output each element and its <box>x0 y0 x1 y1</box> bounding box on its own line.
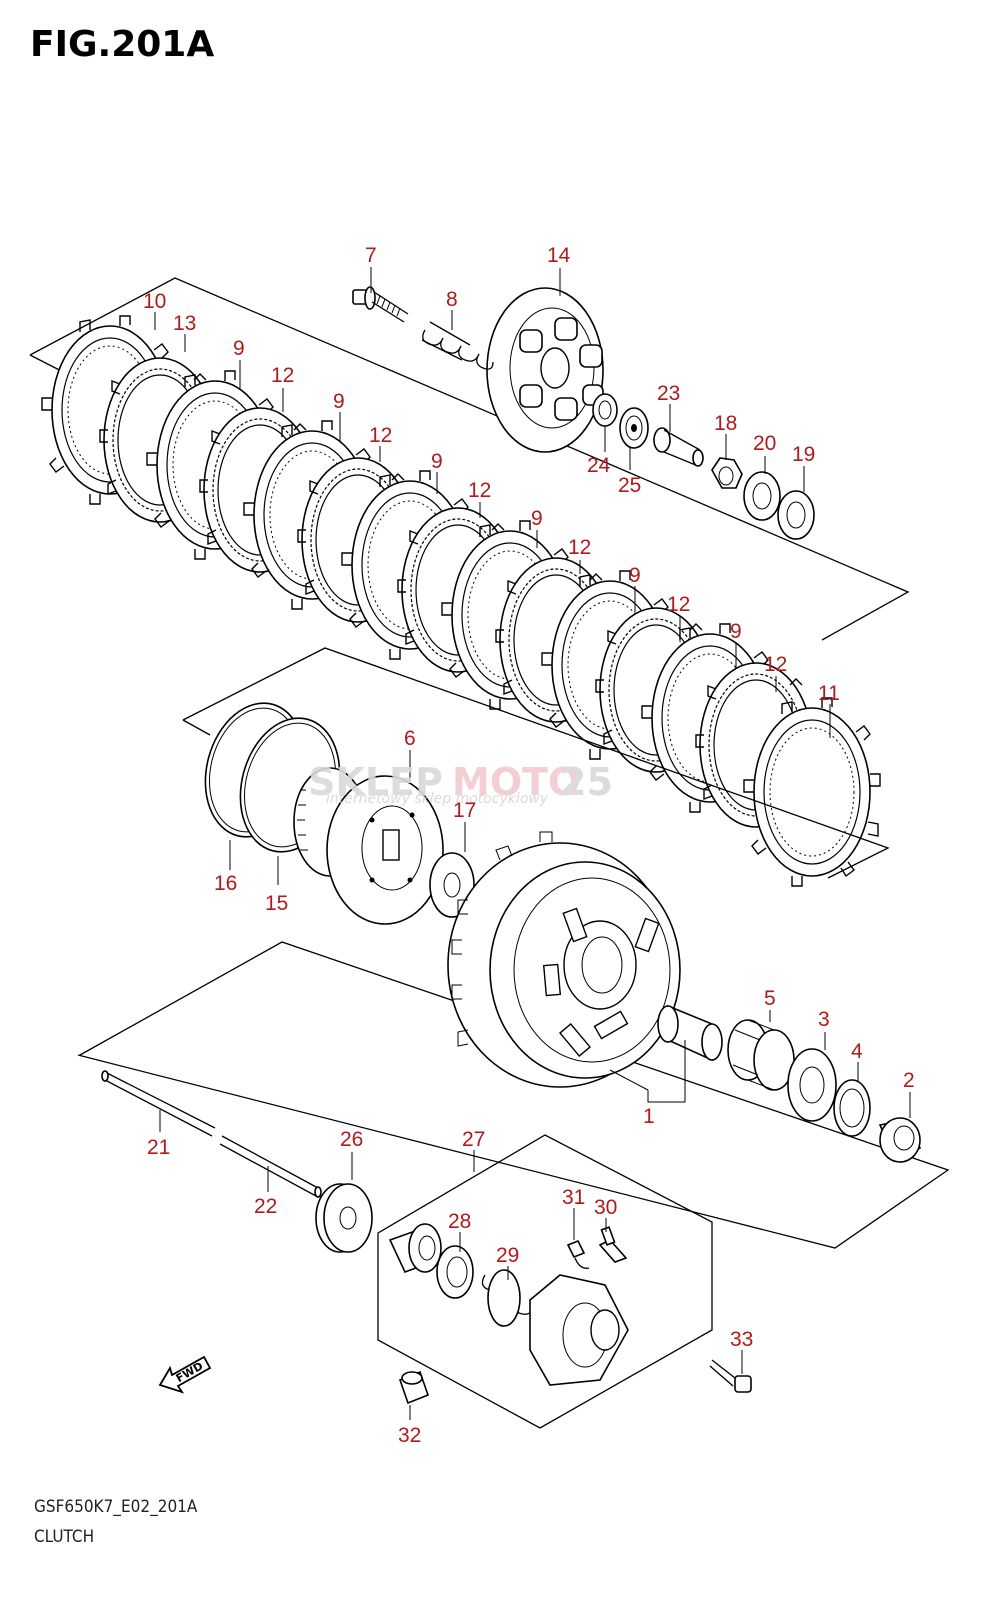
callout: 32 <box>398 1424 421 1447</box>
seal-28 <box>436 1245 474 1299</box>
callout: 3 <box>818 1008 830 1031</box>
callout: 15 <box>265 892 288 915</box>
clutch-housing-1 <box>447 831 681 1088</box>
bolt-33 <box>709 1359 752 1393</box>
housing-box <box>77 941 950 1249</box>
callout: 12 <box>468 479 491 502</box>
needle-bearing-5 <box>727 1019 795 1091</box>
callout: 9 <box>431 450 443 473</box>
callout: 25 <box>618 474 641 497</box>
callout: 12 <box>271 364 294 387</box>
washer-4 <box>833 1079 871 1137</box>
callout: 7 <box>365 244 377 267</box>
nut-18 <box>711 457 743 489</box>
callout: 33 <box>730 1328 753 1351</box>
fwd-label: FWD <box>174 1359 205 1385</box>
figure-name: CLUTCH <box>34 1527 94 1547</box>
push-rod-21 <box>101 1070 216 1137</box>
bleeder-30 <box>598 1226 628 1263</box>
push-piece-23 <box>653 427 704 467</box>
cylinder-body <box>529 1274 629 1386</box>
callout: 12 <box>764 653 787 676</box>
bolt-7 <box>352 286 409 323</box>
callout: 24 <box>587 454 611 477</box>
callout: 16 <box>214 872 237 895</box>
callout: 30 <box>594 1196 617 1219</box>
callout: 1 <box>643 1105 655 1128</box>
callout: 28 <box>448 1210 471 1233</box>
washer-3 <box>787 1048 837 1122</box>
spring-29 <box>481 1269 534 1327</box>
fwd-arrow: FWD <box>158 1355 212 1394</box>
callout: 26 <box>340 1128 363 1151</box>
watermark-tagline: internetowy sklep motocyklowy <box>326 791 549 807</box>
callout: 9 <box>333 390 345 413</box>
figure-code: GSF650K7_E02_201A <box>34 1497 198 1517</box>
callout: 9 <box>629 564 641 587</box>
spacer-2 <box>878 1117 922 1163</box>
callout: 11 <box>818 682 840 705</box>
callout: 10 <box>143 290 166 313</box>
callout: 8 <box>446 288 458 311</box>
callout: 29 <box>496 1244 519 1267</box>
callout: 14 <box>547 244 571 267</box>
washer-24 <box>592 393 618 427</box>
callout: 18 <box>714 412 737 435</box>
callout: 27 <box>462 1128 485 1151</box>
pin-32 <box>398 1370 430 1405</box>
hub-box <box>182 647 890 879</box>
washer-17 <box>429 852 475 918</box>
callout: 12 <box>568 536 591 559</box>
release-cylinder-box <box>377 1134 713 1429</box>
callout: 5 <box>764 987 776 1010</box>
callout: 13 <box>173 312 196 335</box>
callout: 2 <box>903 1069 915 1092</box>
seal-28a <box>388 1223 442 1274</box>
spacer <box>657 1004 723 1062</box>
washer-20 <box>743 471 781 521</box>
callout: 23 <box>657 382 680 405</box>
watermark-brand-left: SKLEP <box>308 760 443 804</box>
watermark-brand-mid: MOTO <box>452 760 580 804</box>
callout: 20 <box>753 432 776 455</box>
callout: 31 <box>562 1186 585 1209</box>
watermark: SKLEP MOTO 25 internetowy sklep motocykl… <box>308 760 613 807</box>
cap-31 <box>566 1239 590 1269</box>
callout: 9 <box>531 507 543 530</box>
push-rod-22 <box>219 1135 322 1198</box>
callout: 4 <box>851 1040 863 1063</box>
callout: 17 <box>453 799 476 822</box>
callout: 12 <box>369 424 392 447</box>
callout: 12 <box>667 593 690 616</box>
spring-8 <box>421 321 494 370</box>
callout: 9 <box>233 337 245 360</box>
callout: 22 <box>254 1195 277 1218</box>
sleeve-hub-6 <box>293 767 444 925</box>
leader-lines <box>154 267 911 1420</box>
pressure-plate-assembly <box>486 287 604 453</box>
watermark-brand-right: 25 <box>560 760 613 804</box>
bearing-25 <box>619 407 649 449</box>
callouts: 1 2 3 4 5 6 7 8 9 9 9 9 9 9 9 10 11 12 1… <box>143 244 915 1447</box>
washer-19 <box>777 490 815 540</box>
callout: 9 <box>730 620 742 643</box>
callout: 6 <box>404 727 416 750</box>
push-piece-26 <box>315 1183 373 1253</box>
callout: 21 <box>147 1136 170 1159</box>
figure-title: FIG.201A <box>30 24 214 65</box>
callout: 19 <box>792 443 815 466</box>
